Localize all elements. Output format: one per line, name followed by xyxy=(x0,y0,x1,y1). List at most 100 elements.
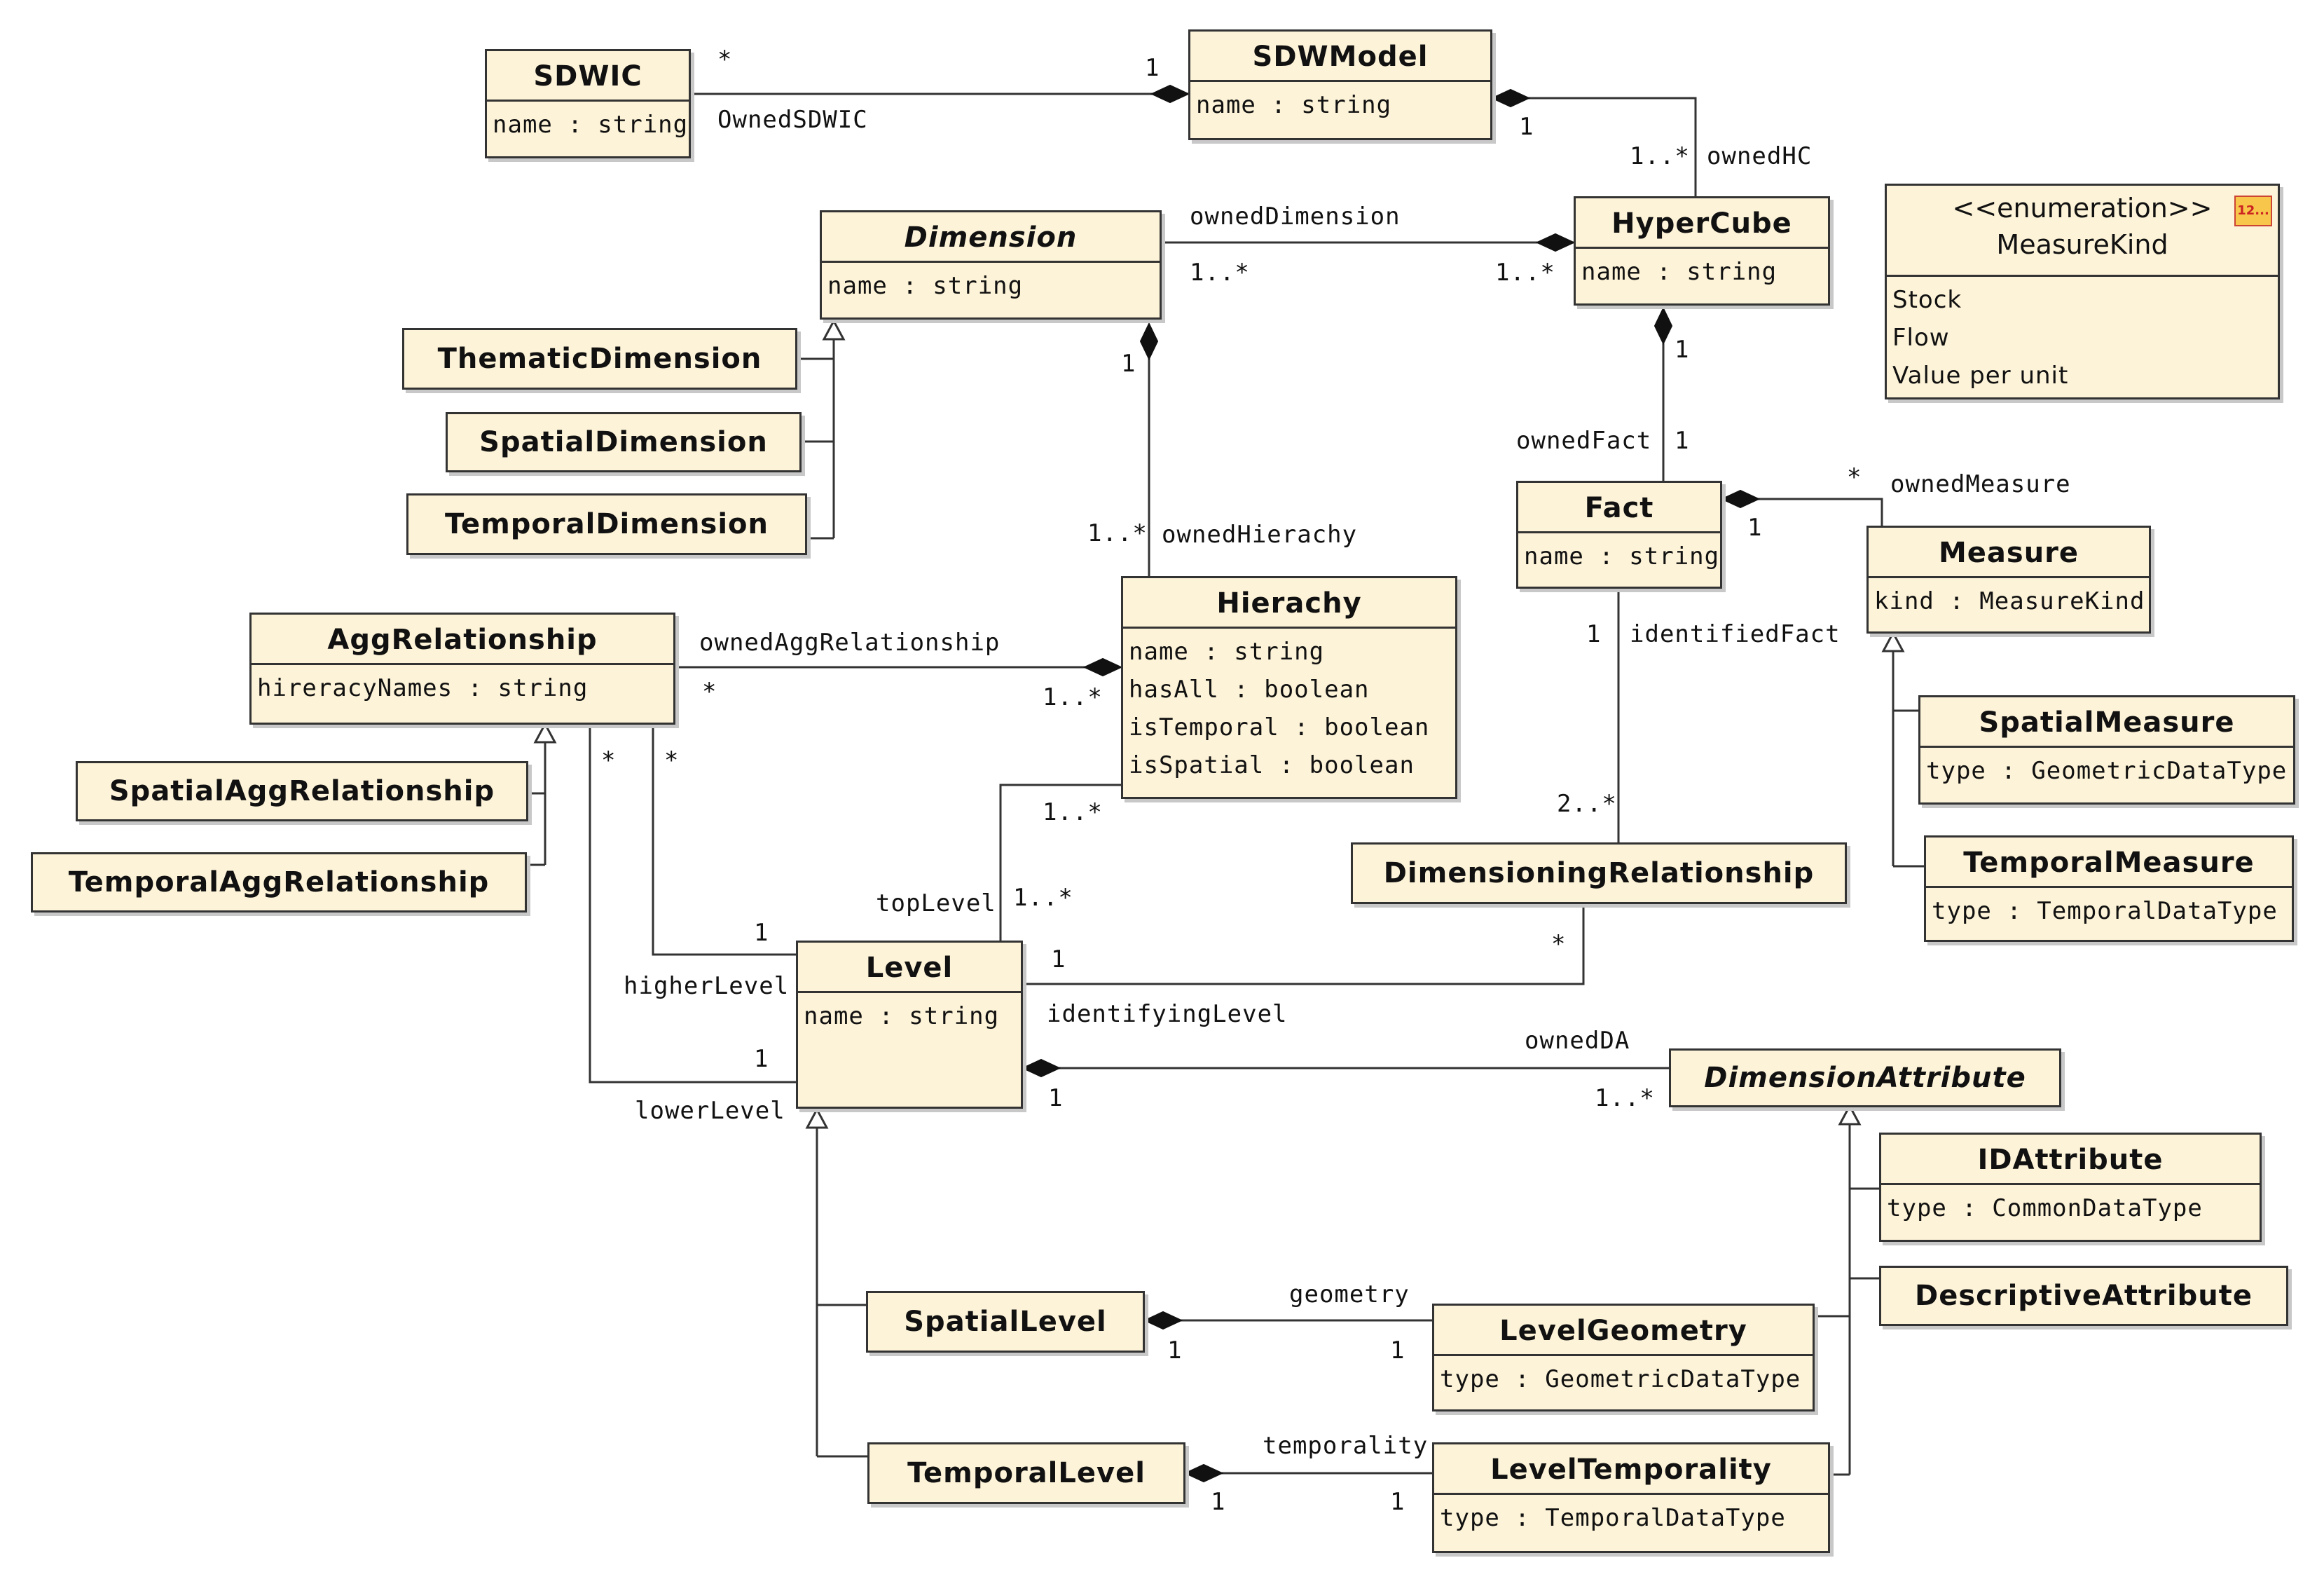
class-descriptive-attribute[interactable]: DescriptiveAttribute xyxy=(1879,1266,2288,1326)
class-id-attribute[interactable]: IDAttribute type : CommonDataType xyxy=(1879,1133,2262,1242)
multiplicity: 1 xyxy=(1390,1337,1405,1365)
class-name: Level xyxy=(798,943,1021,993)
class-attribute: name : string xyxy=(1581,258,1778,286)
role-label: ownedFact xyxy=(1516,427,1652,455)
multiplicity: 1 xyxy=(754,1045,769,1073)
enumeration-icon: 12... xyxy=(2234,196,2272,226)
class-name: TemporalAggRelationship xyxy=(68,866,490,898)
class-attribute: name : string xyxy=(493,111,689,139)
class-sdwic[interactable]: SDWIC name : string xyxy=(485,49,691,158)
multiplicity: 1 xyxy=(1675,427,1690,455)
class-fact[interactable]: Fact name : string xyxy=(1516,481,1722,589)
class-name: HyperCube xyxy=(1576,198,1828,249)
multiplicity: 1..* xyxy=(1595,1084,1655,1112)
multiplicity: 1 xyxy=(1051,945,1066,973)
class-spatial-measure[interactable]: SpatialMeasure type : GeometricDataType xyxy=(1918,695,2295,805)
class-name: LevelTemporality xyxy=(1434,1444,1828,1495)
class-temporal-level[interactable]: TemporalLevel xyxy=(867,1442,1185,1504)
class-attribute: name : string xyxy=(804,1002,1000,1030)
multiplicity: 1 xyxy=(1519,113,1534,141)
multiplicity: 1 xyxy=(1390,1488,1405,1516)
role-label: OwnedSDWIC xyxy=(717,106,868,134)
class-attribute: kind : MeasureKind xyxy=(1874,587,2145,615)
class-spatial-level[interactable]: SpatialLevel xyxy=(866,1291,1145,1353)
class-attribute: hireracyNames : string xyxy=(257,674,589,702)
multiplicity: * xyxy=(664,746,680,774)
class-hypercube[interactable]: HyperCube name : string xyxy=(1574,196,1830,306)
class-attribute: type : GeometricDataType xyxy=(1926,757,2288,785)
multiplicity: 1 xyxy=(1121,350,1136,378)
multiplicity: 1 xyxy=(1048,1084,1064,1112)
class-name: SpatialAggRelationship xyxy=(109,775,495,807)
enumeration-literal: Stock xyxy=(1892,286,1962,314)
role-label: ownedAggRelationship xyxy=(699,629,1001,657)
enumeration-stereotype: <<enumeration>> xyxy=(1952,193,2213,224)
multiplicity: 1..* xyxy=(1087,519,1148,547)
role-label: temporality xyxy=(1263,1432,1429,1460)
multiplicity: 1..* xyxy=(1630,142,1690,170)
class-dimension[interactable]: Dimension name : string xyxy=(820,210,1162,320)
class-attribute: name : string xyxy=(1524,542,1720,570)
class-name: DescriptiveAttribute xyxy=(1915,1280,2253,1312)
class-agg-relationship[interactable]: AggRelationship hireracyNames : string xyxy=(249,613,675,725)
class-attribute: isSpatial : boolean xyxy=(1129,751,1415,779)
role-label: ownedDA xyxy=(1525,1027,1630,1055)
class-name: SpatialDimension xyxy=(479,426,768,458)
class-dimension-attribute[interactable]: DimensionAttribute xyxy=(1669,1048,2061,1107)
class-attribute: type : CommonDataType xyxy=(1887,1194,2203,1222)
class-temporal-agg-relationship[interactable]: TemporalAggRelationship xyxy=(31,852,527,912)
class-spatial-dimension[interactable]: SpatialDimension xyxy=(446,412,802,472)
multiplicity: * xyxy=(1847,463,1862,491)
class-measure[interactable]: Measure kind : MeasureKind xyxy=(1866,526,2151,634)
class-name: TemporalDimension xyxy=(445,508,769,540)
class-name: AggRelationship xyxy=(252,615,673,665)
class-temporal-dimension[interactable]: TemporalDimension xyxy=(406,493,807,555)
class-name: DimensioningRelationship xyxy=(1383,857,1815,889)
multiplicity: * xyxy=(601,746,617,774)
class-dimensioning-relationship[interactable]: DimensioningRelationship xyxy=(1351,842,1847,904)
class-attribute: name : string xyxy=(827,272,1024,300)
class-level-geometry[interactable]: LevelGeometry type : GeometricDataType xyxy=(1432,1304,1815,1411)
role-label: ownedHierachy xyxy=(1162,521,1358,549)
class-name: SDWModel xyxy=(1190,32,1490,82)
enumeration-literal: Value per unit xyxy=(1892,362,2069,390)
multiplicity: 1 xyxy=(1167,1337,1183,1365)
class-name: TemporalMeasure xyxy=(1926,838,2292,888)
multiplicity: 1 xyxy=(754,919,769,947)
class-attribute: name : string xyxy=(1196,91,1392,119)
multiplicity: 1..* xyxy=(1043,683,1103,711)
class-hierachy[interactable]: Hierachy name : string hasAll : boolean … xyxy=(1121,576,1457,799)
class-level[interactable]: Level name : string xyxy=(796,941,1023,1109)
role-label: ownedDimension xyxy=(1190,203,1401,231)
class-thematic-dimension[interactable]: ThematicDimension xyxy=(402,328,797,390)
enumeration-name: MeasureKind xyxy=(1996,229,2168,260)
class-name: Dimension xyxy=(822,212,1160,263)
role-label: topLevel xyxy=(876,889,996,917)
multiplicity: * xyxy=(1551,930,1567,958)
class-name: SpatialMeasure xyxy=(1920,697,2293,748)
multiplicity: 1..* xyxy=(1043,798,1103,826)
class-attribute: name : string xyxy=(1129,638,1325,666)
class-name: IDAttribute xyxy=(1881,1135,2260,1185)
multiplicity: 1 xyxy=(1747,514,1763,542)
role-label: identifiedFact xyxy=(1630,620,1841,648)
multiplicity: * xyxy=(702,678,717,706)
enumeration-measurekind[interactable]: <<enumeration>> MeasureKind 12... Stock … xyxy=(1885,184,2280,399)
multiplicity: 1 xyxy=(1586,620,1602,648)
class-name: SDWIC xyxy=(487,51,689,102)
role-label: identifyingLevel xyxy=(1047,1000,1288,1028)
role-label: ownedMeasure xyxy=(1890,470,2071,498)
class-name: DimensionAttribute xyxy=(1704,1062,2026,1094)
class-spatial-agg-relationship[interactable]: SpatialAggRelationship xyxy=(76,761,528,821)
class-temporal-measure[interactable]: TemporalMeasure type : TemporalDataType xyxy=(1924,835,2294,942)
multiplicity: 1 xyxy=(1211,1488,1226,1516)
class-attribute: isTemporal : boolean xyxy=(1129,713,1430,741)
class-sdwmodel[interactable]: SDWModel name : string xyxy=(1188,29,1492,140)
class-name: LevelGeometry xyxy=(1434,1306,1813,1356)
multiplicity: 1 xyxy=(1145,54,1160,82)
class-name: Fact xyxy=(1518,483,1720,533)
class-level-temporality[interactable]: LevelTemporality type : TemporalDataType xyxy=(1432,1442,1830,1553)
multiplicity: 1..* xyxy=(1190,259,1250,287)
